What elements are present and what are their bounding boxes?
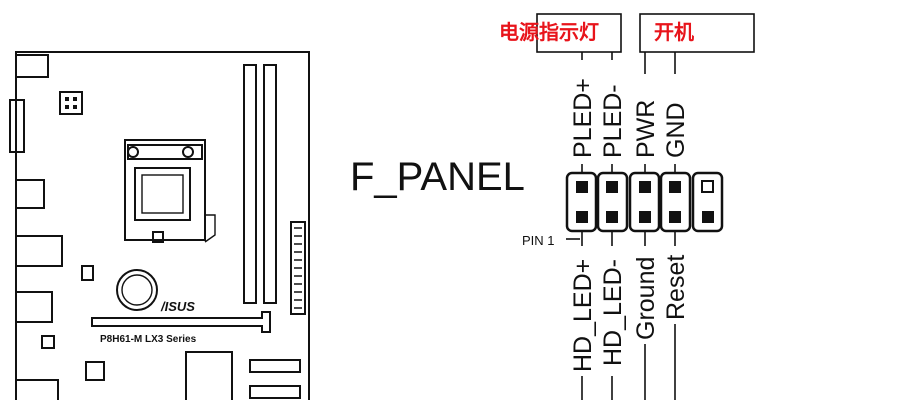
pin [606,181,618,193]
bottom-signal-labels: HD_LED+ HD_LED- Ground Reset [569,246,690,376]
pin [576,211,588,223]
io-port [15,54,49,78]
io-port [15,235,63,267]
cpu-power-connector [59,91,83,115]
top-signal-labels: PLED+ PLED- PWR GND [569,60,690,164]
motherboard-layout: /ISUS P8H61-M LX3 Series [9,51,310,400]
signal-hd-led-plus: HD_LED+ [569,259,597,372]
power-led-box [536,13,622,53]
signal-ground: Ground [632,257,660,340]
chipset [185,351,233,400]
jumper [81,265,94,281]
cpu-socket [124,139,216,243]
power-switch-annotation: 开机 [654,20,694,44]
signal-pled-plus: PLED+ [569,78,597,158]
pin [639,181,651,193]
cmos-battery [116,269,158,311]
board-brand-logo: /ISUS [160,299,195,314]
dimm-slot [243,64,257,304]
component [85,361,105,381]
signal-pwr: PWR [632,100,660,158]
io-port [15,379,59,400]
pin [669,211,681,223]
pcie-slot [91,311,271,333]
pin-key-empty [701,180,714,193]
atx-power-connector [290,221,306,315]
pin [702,211,714,223]
power-switch-box [639,13,755,53]
header-title: F_PANEL [350,155,525,199]
pin [669,181,681,193]
power-led-annotation: 电源指示灯 [499,20,599,44]
pin1-label: PIN 1 [522,233,555,248]
pin [606,211,618,223]
io-port [9,99,25,153]
component [41,335,55,349]
signal-pled-minus: PLED- [599,84,627,158]
f-panel-connector [565,171,724,233]
board-model-label: P8H61-M LX3 Series [100,334,197,345]
signal-gnd: GND [662,102,690,158]
pin [576,181,588,193]
io-port [15,179,45,209]
sata-ports [249,359,301,399]
dimm-slot [263,64,277,304]
signal-hd-led-minus: HD_LED- [599,259,627,366]
signal-reset: Reset [662,255,690,320]
io-port [15,291,53,323]
pin [639,211,651,223]
